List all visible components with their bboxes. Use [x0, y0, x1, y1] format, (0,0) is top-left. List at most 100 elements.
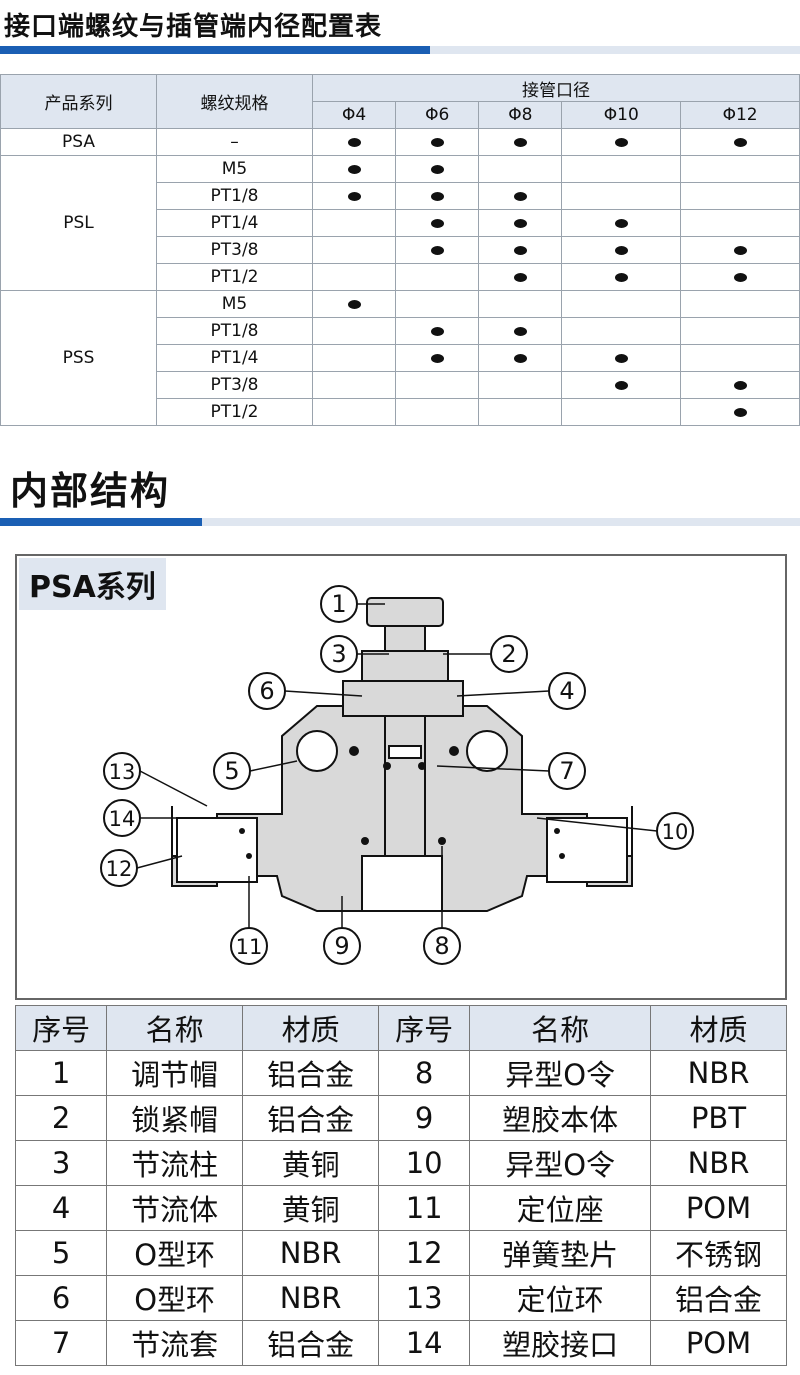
parts-cell: POM	[649, 1320, 788, 1366]
thread-cell: PT1/2	[156, 398, 313, 426]
callout-1: 1	[331, 590, 346, 618]
availability-cell	[311, 317, 397, 345]
parts-cell: 定位座	[469, 1185, 651, 1231]
available-dot	[430, 165, 444, 174]
header-diameter-0: Φ4	[311, 101, 397, 129]
table-row: PT3/8	[1, 371, 800, 399]
parts-header-1: 名称	[106, 1005, 244, 1051]
parts-cell: 11	[378, 1185, 471, 1231]
table-row: PT1/8	[1, 182, 800, 210]
parts-cell: 黄铜	[242, 1140, 380, 1186]
available-dot	[513, 327, 527, 336]
availability-cell	[395, 236, 480, 264]
structure-title: 内部结构	[10, 469, 171, 513]
parts-cell: 铝合金	[242, 1320, 380, 1366]
availability-cell	[395, 209, 480, 237]
thread-cell: PT3/8	[156, 371, 313, 399]
available-dot	[347, 300, 361, 309]
availability-cell	[680, 263, 800, 291]
parts-header-0: 序号	[14, 1005, 108, 1051]
availability-cell	[395, 182, 480, 210]
available-dot	[430, 138, 444, 147]
parts-cell: 塑胶接口	[469, 1320, 651, 1366]
availability-cell	[680, 344, 800, 372]
parts-cell: 节流体	[106, 1185, 244, 1231]
parts-cell: NBR	[242, 1230, 380, 1276]
availability-cell	[478, 317, 563, 345]
parts-cell: 锁紧帽	[106, 1095, 244, 1141]
parts-header-2: 材质	[242, 1005, 380, 1051]
callout-13: 13	[109, 760, 136, 784]
availability-cell	[561, 317, 682, 345]
availability-cell	[311, 263, 397, 291]
availability-cell	[395, 290, 480, 318]
availability-cell	[311, 398, 397, 426]
available-dot	[733, 381, 747, 390]
header-diameter-1: Φ6	[395, 101, 480, 129]
available-dot	[513, 246, 527, 255]
available-dot	[614, 246, 628, 255]
parts-cell: 4	[14, 1185, 108, 1231]
thread-cell: PT1/4	[156, 209, 313, 237]
available-dot	[733, 138, 747, 147]
table-row: PT1/4	[1, 344, 800, 372]
availability-cell	[680, 236, 800, 264]
parts-cell: 节流套	[106, 1320, 244, 1366]
callout-2: 2	[501, 640, 516, 668]
availability-cell	[478, 371, 563, 399]
parts-cell: 12	[378, 1230, 471, 1276]
availability-cell	[395, 155, 480, 183]
availability-cell	[561, 182, 682, 210]
parts-cell: 铝合金	[242, 1095, 380, 1141]
available-dot	[513, 273, 527, 282]
availability-cell	[478, 155, 563, 183]
parts-cell: 9	[378, 1095, 471, 1141]
available-dot	[614, 381, 628, 390]
parts-cell: 塑胶本体	[469, 1095, 651, 1141]
callout-8: 8	[434, 932, 449, 960]
header-thread: 螺纹规格	[156, 74, 313, 129]
availability-cell	[680, 182, 800, 210]
config-table-title: 接口端螺纹与插管端内径配置表	[4, 12, 383, 42]
availability-cell	[561, 290, 682, 318]
parts-cell: NBR	[649, 1050, 788, 1096]
available-dot	[614, 138, 628, 147]
table-row: PT3/8	[1, 236, 800, 264]
availability-cell	[311, 371, 397, 399]
available-dot	[614, 219, 628, 228]
availability-cell	[561, 344, 682, 372]
thread-cell: PT1/2	[156, 263, 313, 291]
callout-14: 14	[109, 807, 136, 831]
parts-cell: 黄铜	[242, 1185, 380, 1231]
availability-cell	[680, 209, 800, 237]
series-cell: PSL	[0, 155, 157, 291]
availability-cell	[395, 371, 480, 399]
available-dot	[430, 246, 444, 255]
callout-12: 12	[106, 857, 133, 881]
callout-11: 11	[236, 935, 263, 959]
availability-cell	[311, 209, 397, 237]
thread-cell: PT1/4	[156, 344, 313, 372]
availability-cell	[561, 371, 682, 399]
header-diameter-4: Φ12	[680, 101, 800, 129]
available-dot	[513, 219, 527, 228]
availability-cell	[680, 371, 800, 399]
availability-cell	[478, 128, 563, 156]
parts-header-5: 材质	[649, 1005, 788, 1051]
thread-cell: PT1/8	[156, 317, 313, 345]
availability-cell	[478, 344, 563, 372]
callout-5: 5	[224, 757, 239, 785]
availability-cell	[395, 263, 480, 291]
availability-cell	[561, 209, 682, 237]
parts-cell: 定位环	[469, 1275, 651, 1321]
availability-cell	[561, 236, 682, 264]
available-dot	[430, 327, 444, 336]
available-dot	[347, 138, 361, 147]
available-dot	[430, 354, 444, 363]
parts-cell: NBR	[242, 1275, 380, 1321]
